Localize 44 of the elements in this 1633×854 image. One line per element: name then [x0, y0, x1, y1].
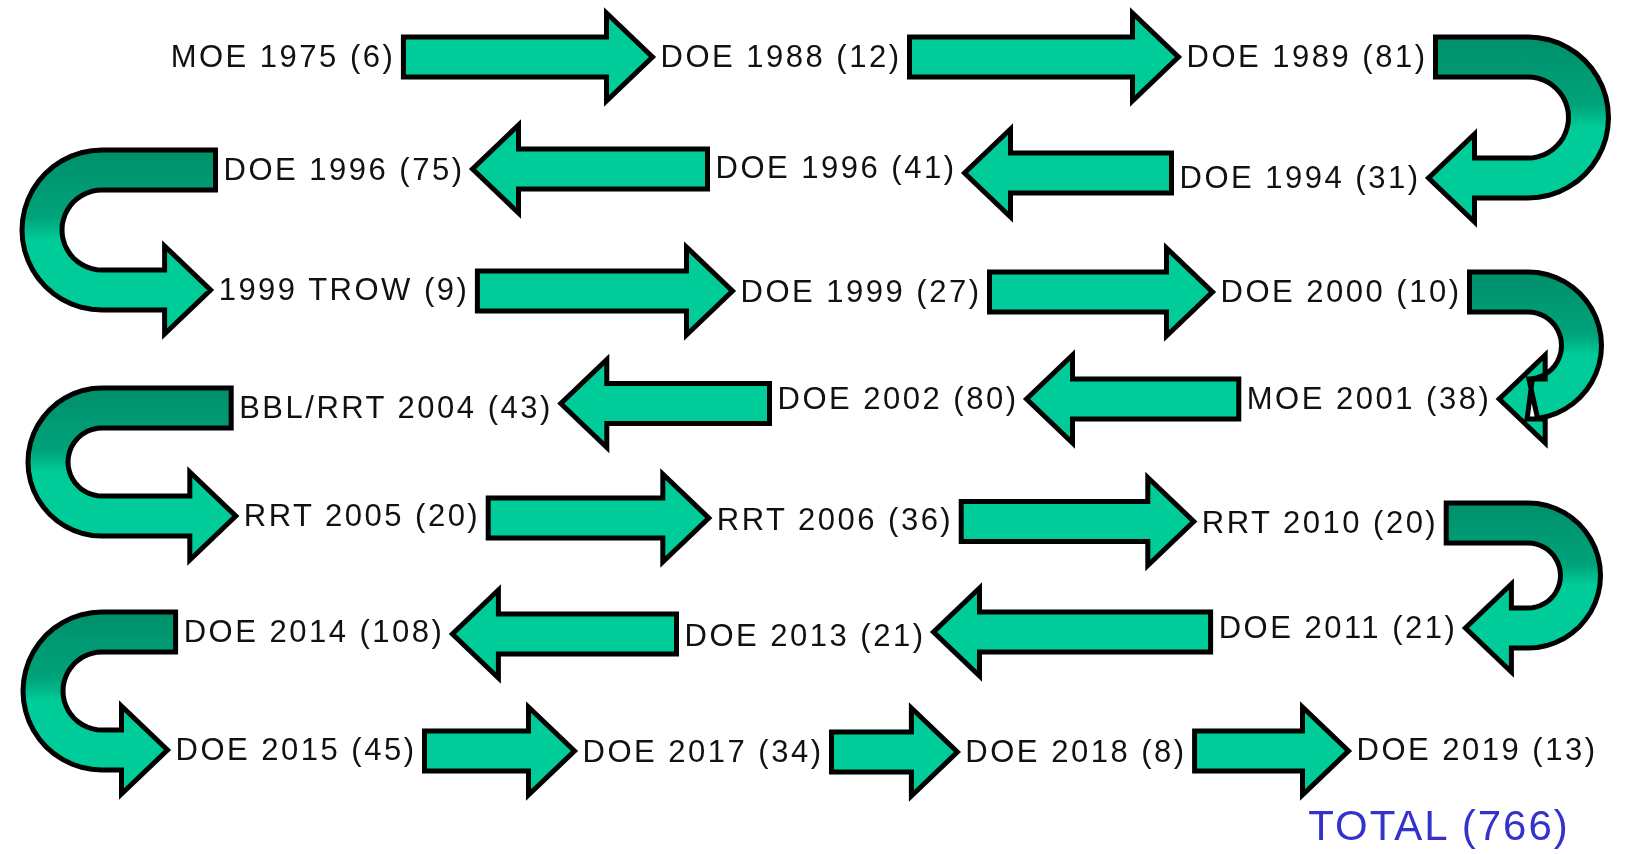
block-arrow: [557, 353, 772, 454]
timeline-label: DOE 2002 (80): [769, 379, 1027, 419]
total-label: TOTAL (766): [1308, 803, 1570, 849]
timeline-label: DOE 1989 (81): [1178, 37, 1436, 77]
block-arrow: [468, 119, 710, 219]
timeline-label: DOE 1996 (75): [215, 150, 473, 190]
block-arrow: [400, 7, 657, 107]
timeline-label: DOE 2000 (10): [1212, 272, 1470, 312]
timeline-label: MOE 1975 (6): [162, 37, 404, 77]
timeline-label: DOE 1996 (41): [707, 148, 965, 188]
timeline-label: DOE 2013 (21): [676, 616, 934, 656]
timeline-label: DOE 1988 (12): [652, 37, 910, 77]
block-arrow: [474, 241, 737, 341]
block-arrow: [907, 7, 1183, 107]
block-arrow: [25, 385, 240, 566]
block-arrow: [19, 147, 218, 340]
block-arrow: [485, 468, 713, 568]
timeline-label: RRT 2010 (20): [1193, 503, 1447, 543]
block-arrow: [829, 702, 961, 802]
timeline-label: DOE 1999 (27): [732, 272, 990, 312]
timeline-label: RRT 2005 (20): [235, 496, 489, 536]
timeline-label: DOE 2017 (34): [574, 732, 832, 772]
block-arrow: [1022, 349, 1242, 449]
block-arrow: [448, 584, 679, 684]
timeline-label: BBL/RRT 2004 (43): [231, 388, 561, 428]
block-arrow: [1467, 269, 1604, 449]
timeline-label: DOE 2011 (21): [1210, 608, 1466, 648]
block-arrow: [1192, 701, 1353, 801]
timeline-label: DOE 2019 (13): [1348, 730, 1606, 770]
block-arrow: [929, 582, 1214, 682]
block-arrow: [987, 242, 1217, 342]
block-arrow: [1443, 500, 1603, 678]
timeline-label: 1999 TROW (9): [210, 270, 478, 310]
timeline-label: DOE 2015 (45): [167, 730, 425, 770]
block-arrow: [422, 701, 579, 801]
block-arrow: [960, 123, 1174, 223]
timeline-label: MOE 2001 (38): [1238, 379, 1500, 419]
timeline-label: DOE 2014 (108): [175, 612, 453, 652]
block-arrow: [1424, 34, 1611, 228]
timeline-label: DOE 1994 (31): [1171, 158, 1429, 198]
timeline-label: RRT 2006 (36): [708, 500, 962, 540]
block-arrow: [958, 471, 1198, 572]
timeline-label: DOE 2018 (8): [957, 732, 1195, 772]
block-arrow: [20, 609, 179, 800]
